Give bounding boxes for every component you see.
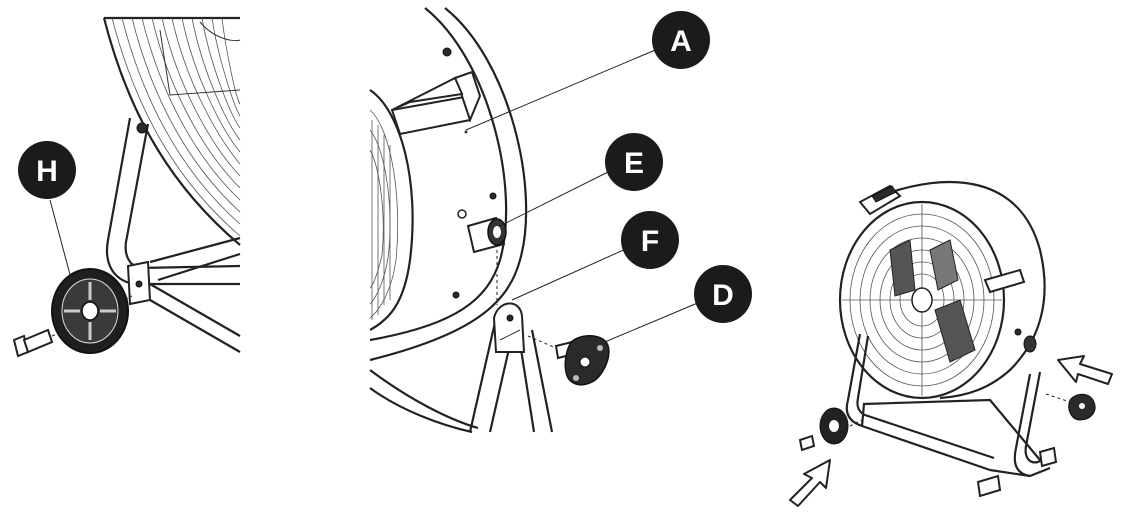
stand-bracket-f: [468, 302, 554, 433]
callout-f: F: [621, 211, 679, 269]
pivot-hub-e: [457, 209, 507, 254]
callout-label-a: A: [670, 25, 692, 58]
callout-e: E: [605, 133, 663, 191]
fan-housing-partial: [102, 16, 241, 246]
callout-label-e: E: [624, 147, 644, 180]
callout-label-h: H: [36, 155, 58, 188]
panel-wheel-attachment: [12, 16, 241, 358]
leader-d: [599, 301, 701, 345]
fan-housing-side: [369, 7, 528, 362]
frame-bolt-icon: [136, 122, 148, 134]
panel-housing-mount: [369, 7, 701, 434]
callout-h: H: [18, 141, 76, 199]
leader-e: [499, 169, 613, 227]
wheel: [51, 268, 129, 354]
overview-wheel: [819, 407, 849, 445]
overview-axle-bolt: [798, 434, 816, 452]
overview-frame: [845, 333, 1058, 498]
leader-h: [49, 199, 73, 283]
callout-a: A: [652, 11, 710, 69]
callout-label-d: D: [712, 279, 734, 312]
axle-bolt: [12, 328, 54, 358]
carry-handle: [390, 94, 471, 136]
leader-f: [511, 247, 629, 301]
frame-tube: [106, 117, 241, 353]
callout-d: D: [694, 265, 752, 323]
callout-label-f: F: [641, 225, 659, 258]
panel-assembled-overview: [789, 180, 1113, 507]
leader-a: [465, 47, 661, 131]
hollow-arrow-icon: [1057, 355, 1113, 385]
overview-knob: [1068, 393, 1096, 421]
lock-knob-d: [554, 335, 610, 386]
hollow-arrow-icon: [789, 459, 831, 507]
